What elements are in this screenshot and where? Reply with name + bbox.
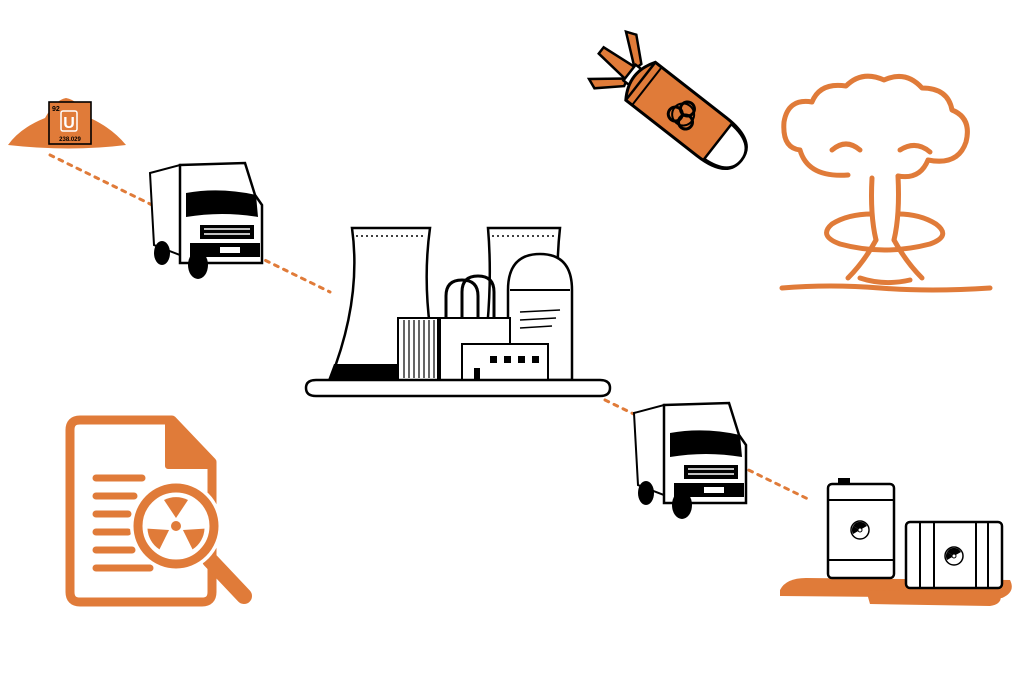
- uranium-symbol: U: [63, 115, 75, 132]
- connector-ore-to-plant: [48, 153, 332, 294]
- uranium-atomic-number: 92: [52, 106, 60, 113]
- nuclear-power-plant-icon: [304, 226, 612, 398]
- uranium-element-tile: [48, 101, 92, 145]
- uranium-ore-pile-icon: 92 U 238.029: [8, 98, 126, 149]
- radiation-symbol-icon: [147, 497, 205, 550]
- truck-icon: [632, 401, 748, 519]
- radiation-symbol-icon: [850, 520, 870, 540]
- uranium-atomic-mass: 238.029: [59, 137, 81, 143]
- radioactive-waste-barrels-icon: [780, 478, 1012, 606]
- mushroom-cloud-icon: [779, 73, 993, 293]
- biohazard-bomb-icon: [586, 29, 748, 170]
- radiation-document-inspection-icon: [65, 415, 252, 607]
- biohazard-symbol-icon: [666, 100, 696, 131]
- truck-icon: [148, 161, 264, 279]
- radiation-symbol-icon: [944, 546, 964, 566]
- lying-barrel: [904, 520, 1004, 590]
- upright-barrel: [826, 478, 896, 580]
